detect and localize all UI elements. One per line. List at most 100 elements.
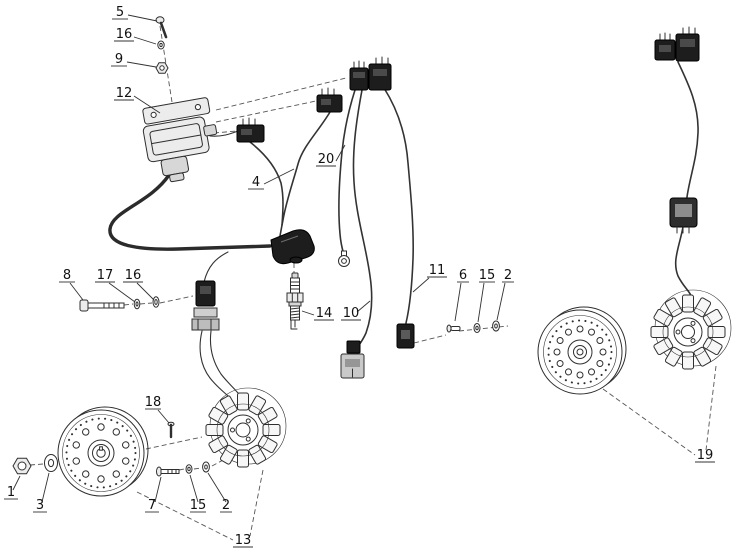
callout-19: 19 — [695, 448, 715, 463]
callout-10-label: 10 — [343, 306, 360, 321]
connector-wire-11 — [396, 323, 415, 349]
callout-4: 4 — [248, 168, 295, 190]
screw-7 — [156, 466, 180, 477]
callout-20: 20 — [316, 144, 346, 167]
screw-6 — [446, 324, 461, 333]
pin-18 — [167, 421, 175, 439]
washer-17 — [133, 298, 141, 310]
callout-20-label: 20 — [318, 152, 335, 167]
callout-10: 10 — [341, 300, 371, 321]
ht-lead — [108, 173, 272, 251]
stator-teeth — [205, 392, 281, 468]
callout-15-bottom-label: 15 — [190, 498, 207, 513]
washer-2-right — [492, 320, 500, 332]
callout-3-label: 3 — [36, 498, 44, 513]
wire-10 — [352, 89, 373, 352]
pickup-connector — [191, 280, 220, 331]
washer-16-top — [157, 40, 165, 50]
wire-20 — [338, 89, 356, 256]
connector-wire-10 — [340, 340, 365, 379]
assembly-axis-dashes — [29, 25, 717, 541]
callout-1: 1 — [4, 475, 21, 500]
stator-wire-2 — [209, 330, 239, 394]
washer-16-mid — [152, 296, 160, 308]
harness-connector-right-mid — [669, 197, 698, 234]
bolt-8 — [79, 299, 125, 312]
callout-2-right: 2 — [496, 268, 514, 321]
callout-12-label: 12 — [116, 86, 133, 101]
callout-11: 11 — [412, 263, 447, 293]
callout-14: 14 — [301, 306, 334, 321]
callout-5: 5 — [112, 5, 158, 22]
right-harness-wire-lower — [674, 226, 693, 300]
stator-center — [205, 387, 287, 468]
wire-4-b — [249, 141, 284, 226]
callout-13: 13 — [233, 533, 253, 548]
stator-wire-1 — [199, 330, 230, 398]
callout-14-label: 14 — [316, 306, 333, 321]
callout-16-top: 16 — [114, 27, 157, 45]
callout-8-label: 8 — [63, 268, 71, 283]
callout-6-label: 6 — [459, 268, 467, 283]
callout-7-label: 7 — [148, 498, 156, 513]
coil-primary-wire — [209, 130, 239, 137]
harness-connector-c — [236, 117, 265, 143]
right-harness-wire-upper — [677, 61, 699, 198]
callout-16-mid-label: 16 — [125, 268, 142, 283]
callout-2-bottom-label: 2 — [222, 498, 230, 513]
callout-17: 17 — [95, 268, 136, 303]
callout-15-right-label: 15 — [479, 268, 496, 283]
callout-12: 12 — [114, 86, 161, 114]
callout-18: 18 — [145, 395, 170, 424]
callout-16-top-label: 16 — [116, 27, 133, 42]
callout-8: 8 — [59, 268, 84, 301]
coil-bracket — [142, 97, 211, 125]
screw-5 — [155, 16, 168, 39]
callout-6: 6 — [454, 268, 469, 322]
callout-9-label: 9 — [115, 52, 123, 67]
stator-right-teeth — [650, 294, 726, 370]
callout-18-label: 18 — [145, 395, 162, 410]
coil-terminal-tab — [203, 124, 218, 137]
harness-connector-b — [316, 87, 343, 113]
washer-2-bottom — [202, 461, 210, 473]
callout-19-label: 19 — [697, 448, 714, 463]
ring-terminal — [338, 250, 350, 267]
pickup-wire-up — [203, 251, 229, 283]
flywheel-rotor-right — [537, 306, 627, 395]
callout-16-mid: 16 — [123, 268, 155, 301]
stator-right — [650, 289, 732, 370]
wire-11 — [383, 87, 414, 324]
nut-9 — [155, 62, 169, 74]
callout-15-right: 15 — [477, 268, 496, 323]
washer-15-right — [473, 323, 481, 333]
callout-17-label: 17 — [97, 268, 114, 283]
ht-outlet — [169, 172, 185, 183]
washer-15-bottom — [185, 464, 193, 474]
callout-1-label: 1 — [7, 485, 15, 500]
callout-13-label: 13 — [235, 533, 252, 548]
spark-plug — [286, 272, 304, 330]
callout-7: 7 — [145, 476, 162, 513]
callout-5-label: 5 — [116, 5, 124, 20]
keyway — [99, 446, 103, 451]
flywheel-rotor-left — [57, 406, 149, 497]
wire-4-a — [278, 111, 331, 243]
callouts: 5 16 9 12 4 20 8 17 — [4, 5, 715, 548]
callout-3: 3 — [33, 472, 50, 513]
harness-connector-a — [349, 56, 392, 91]
nut-1 — [12, 457, 32, 475]
callout-2-right-label: 2 — [504, 268, 512, 283]
callout-9: 9 — [111, 52, 157, 68]
wiring-harness — [108, 61, 699, 398]
callout-4-label: 4 — [252, 175, 260, 190]
rotor-right-holes — [553, 325, 607, 379]
callout-2-bottom: 2 — [207, 472, 232, 513]
harness-connector-right-top — [654, 26, 700, 62]
callout-15-bottom: 15 — [189, 474, 207, 513]
washer-3 — [44, 454, 58, 472]
flywheel-bolt-holes — [72, 423, 130, 483]
spark-plug-cap — [270, 229, 315, 265]
